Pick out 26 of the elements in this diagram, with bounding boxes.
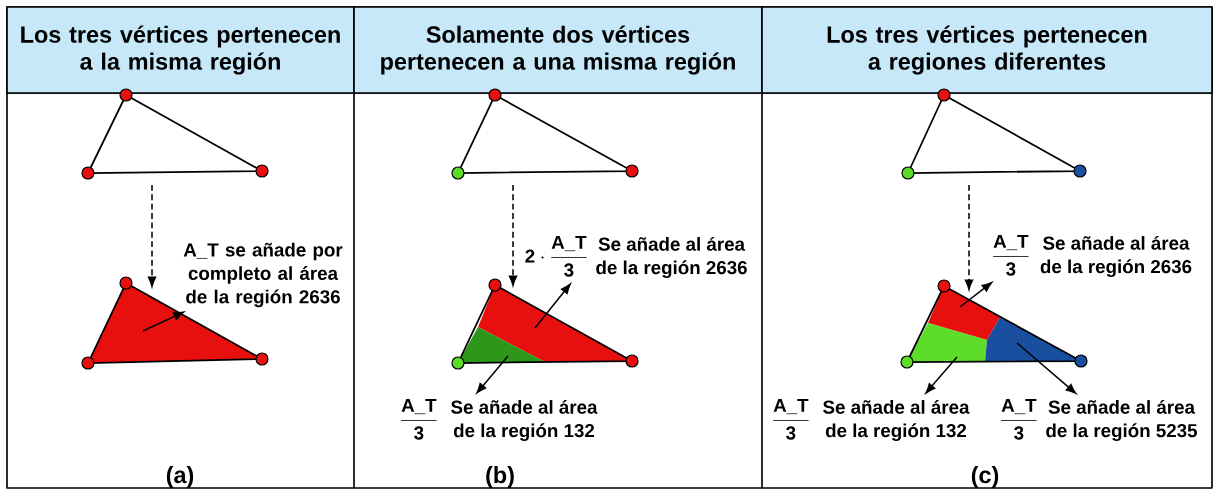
triangle	[900, 279, 1088, 369]
arrow	[1016, 342, 1077, 394]
arrow	[142, 311, 184, 332]
header-cell: Los tres vértices pertenecen a la misma región	[6, 6, 355, 94]
triangle	[451, 278, 639, 370]
panel-label: (b)	[486, 466, 514, 488]
arrow	[147, 184, 157, 287]
annotation: $\frac{\textbf{A\_T}}{\textbf{3}}$ Se añade al área de la región 2636	[993, 234, 1192, 278]
arrow	[959, 282, 993, 308]
triangle	[451, 88, 639, 180]
annotation: $\textbf{2}\cdot\frac{\textbf{A\_T}}{\textbf{3}}$ Se añade al área de la región 2636	[525, 235, 747, 279]
triangle	[81, 88, 269, 180]
panel-label: (c)	[971, 466, 999, 488]
panel-label: (a)	[166, 466, 194, 488]
annotation: $\frac{\textbf{A\_T}}{\textbf{3}}$ Se añade al área de la región 132	[773, 398, 970, 442]
annotation: A_T se añade por completo al área de la región 2636	[183, 242, 343, 308]
arrow	[534, 283, 571, 329]
triangle	[901, 88, 1087, 180]
annotation: $\frac{\textbf{A\_T}}{\textbf{3}}$ Se añade al área de la región 5235	[1001, 398, 1197, 442]
arrow	[964, 184, 974, 290]
arrow	[508, 184, 518, 286]
annotation: $\frac{\textbf{A\_T}}{\textbf{3}}$ Se añade al área de la región 132	[401, 398, 598, 442]
arrow	[925, 356, 958, 394]
arrow	[476, 355, 509, 394]
header-cell: Los tres vértices pertenecen a regiones diferentes	[761, 6, 1213, 94]
header-cell: Solamente dos vértices pertenecen a una misma región	[353, 6, 763, 94]
